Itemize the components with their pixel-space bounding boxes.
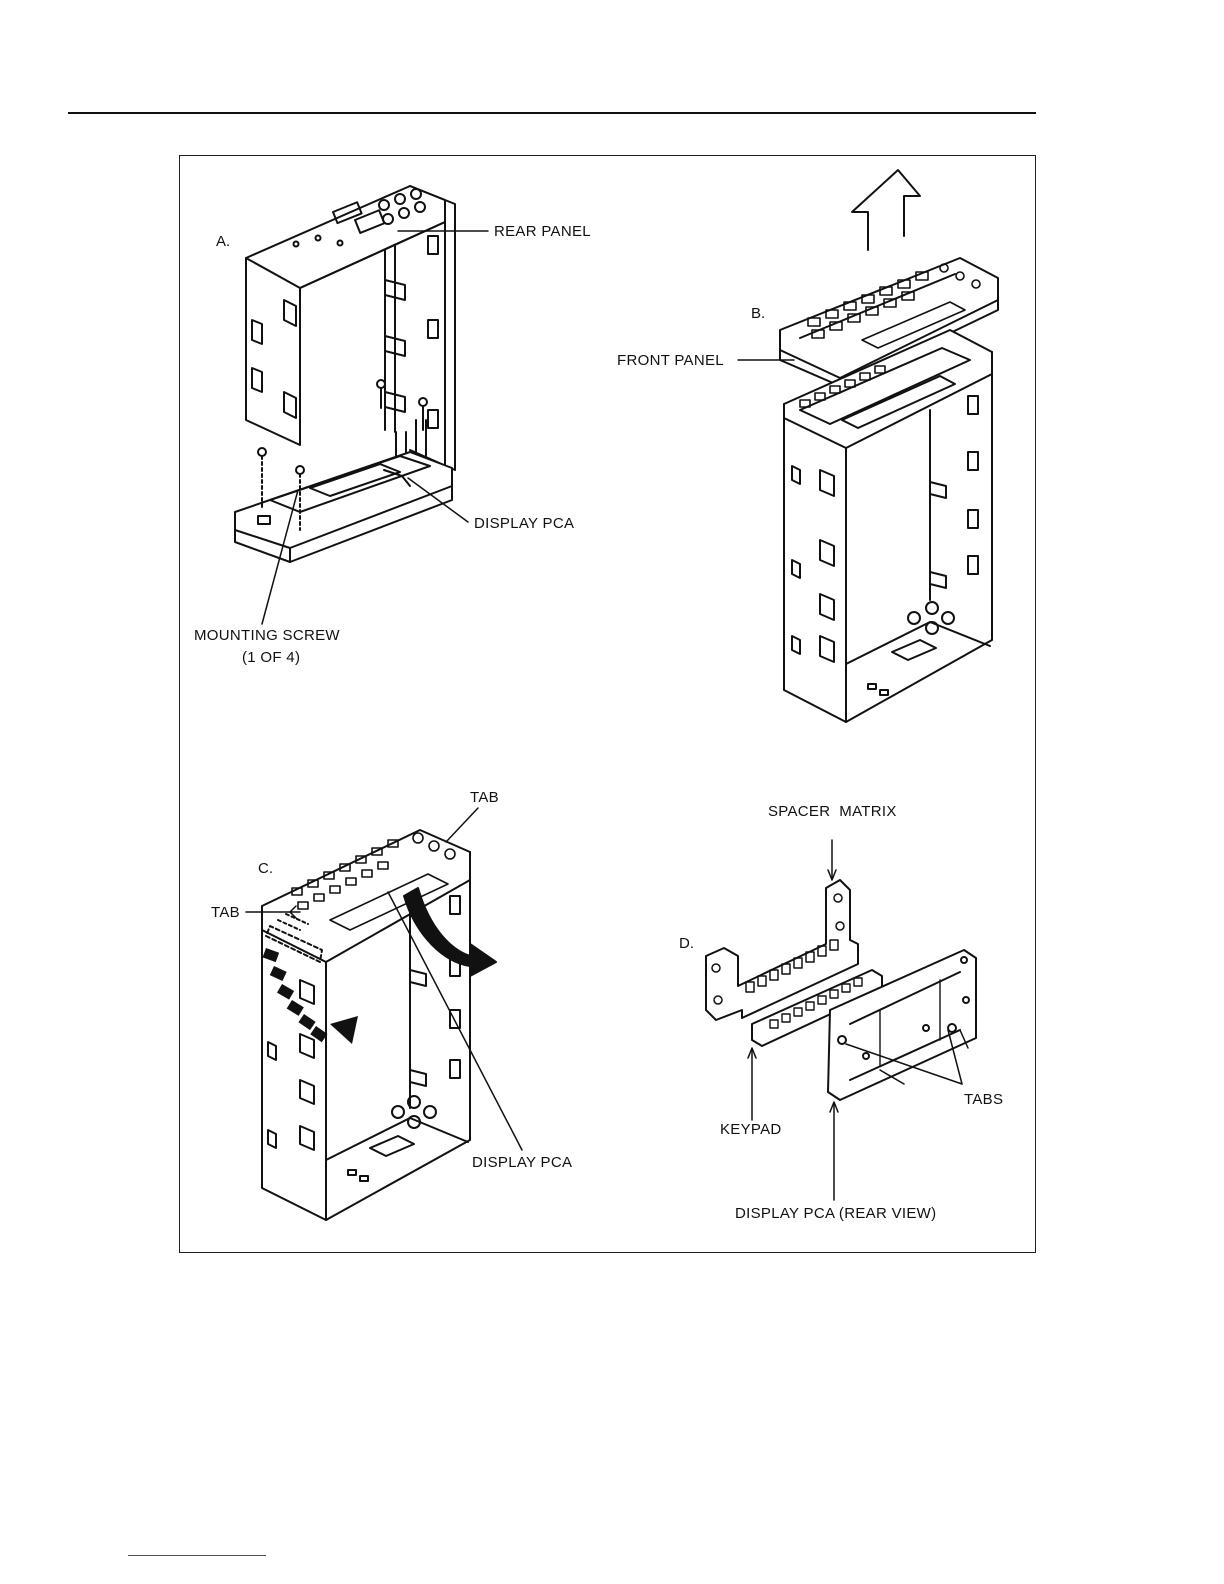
panel-c-letter: C. (258, 861, 273, 876)
tab-top-label: TAB (470, 790, 499, 805)
panel-d-letter: D. (679, 936, 694, 951)
panel-b-drawing (780, 170, 998, 722)
front-panel-label: FRONT PANEL (617, 353, 724, 368)
display-pca-label-c: DISPLAY PCA (472, 1155, 572, 1170)
mounting-screw-count: (1 OF 4) (242, 650, 300, 665)
panel-b-letter: B. (751, 306, 765, 321)
panel-c-drawing (262, 830, 496, 1220)
display-pca-label-a: DISPLAY PCA (474, 516, 574, 531)
spacer-matrix-label: SPACER MATRIX (768, 804, 897, 819)
tabs-label: TABS (964, 1092, 1003, 1107)
tab-left-label: TAB (211, 905, 240, 920)
footer-rule (128, 1555, 266, 1556)
display-pca-rear-view-label: DISPLAY PCA (REAR VIEW) (735, 1206, 936, 1221)
panel-a-drawing (235, 186, 455, 562)
panel-a-letter: A. (216, 234, 230, 249)
mounting-screw-label: MOUNTING SCREW (194, 628, 340, 643)
keypad-label: KEYPAD (720, 1122, 782, 1137)
panel-d-drawing (706, 880, 976, 1100)
rear-panel-label: REAR PANEL (494, 224, 591, 239)
